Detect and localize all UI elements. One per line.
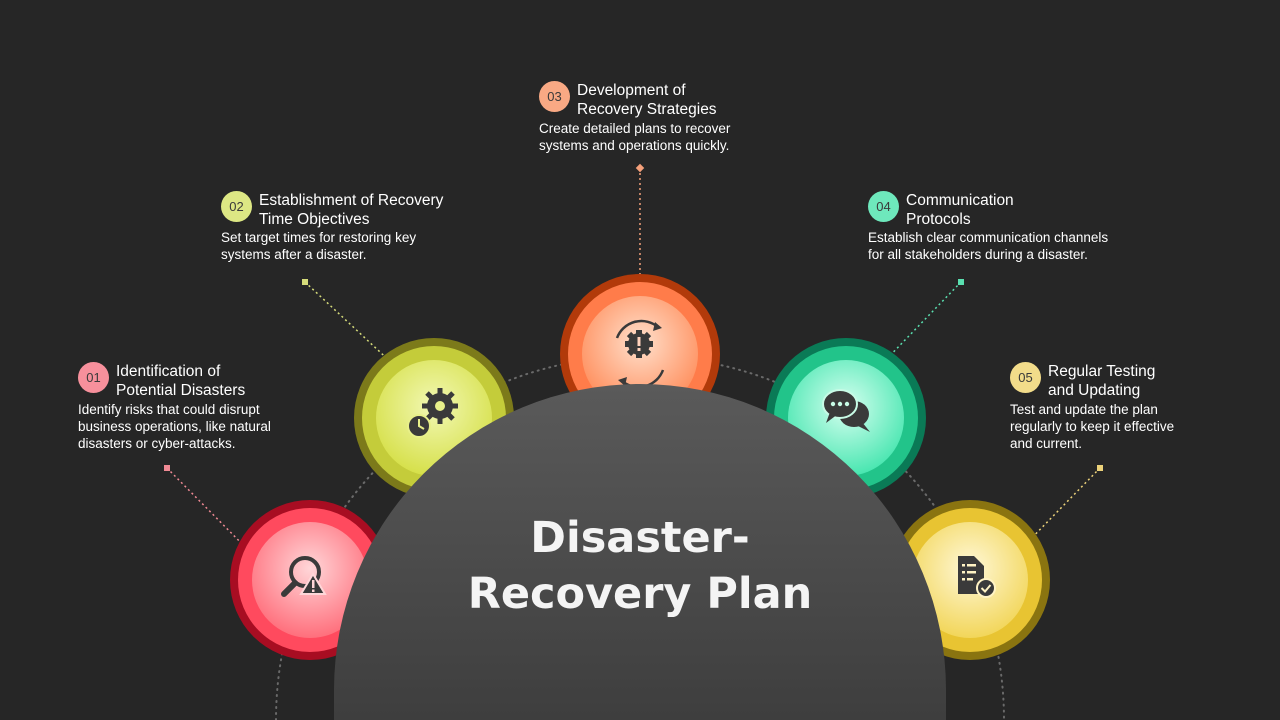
step-description: Set target times for restoring key syste… bbox=[221, 230, 417, 262]
step-title: Regular Testing and Updating bbox=[1048, 363, 1156, 399]
step-number-badge: 01 bbox=[78, 362, 109, 393]
step-title: Development of Recovery Strategies bbox=[577, 82, 717, 118]
step-title: Establishment of Recovery Time Objective… bbox=[259, 192, 444, 228]
step-description: Test and update the plan regularly to ke… bbox=[1010, 402, 1175, 451]
step-number-badge: 03 bbox=[539, 81, 570, 112]
settings-clock-icon bbox=[407, 388, 458, 438]
connector-02 bbox=[302, 279, 396, 367]
step-number-badge: 02 bbox=[221, 191, 252, 222]
main-title-line1: Disaster- bbox=[530, 513, 750, 563]
main-title-line2: Recovery Plan bbox=[467, 569, 813, 619]
step-title: Identification of Potential Disasters bbox=[116, 363, 246, 399]
step-number-badge: 04 bbox=[868, 191, 899, 222]
connector-04 bbox=[877, 279, 964, 369]
main-title: Disaster- Recovery Plan bbox=[380, 510, 900, 622]
step-description: Create detailed plans to recover systems… bbox=[539, 121, 731, 153]
step-description: Establish clear communication channels f… bbox=[868, 230, 1109, 262]
risk-search-icon bbox=[281, 556, 327, 597]
step-number-badge: 05 bbox=[1010, 362, 1041, 393]
document-check-icon bbox=[958, 556, 996, 598]
chat-bubbles-icon bbox=[822, 389, 870, 432]
step-description: Identify risks that could disrupt busine… bbox=[78, 402, 271, 451]
step-title: Communication Protocols bbox=[906, 192, 1014, 228]
connector-01 bbox=[164, 465, 259, 561]
center-dome bbox=[334, 384, 946, 720]
